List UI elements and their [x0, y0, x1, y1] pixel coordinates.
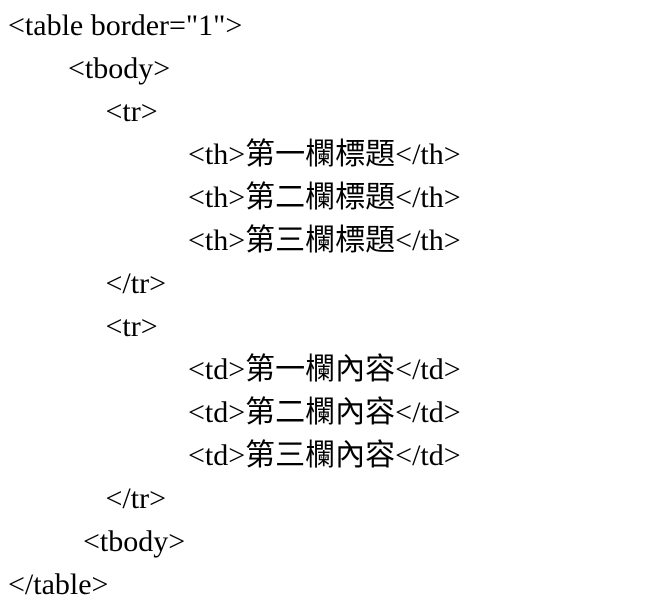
- code-line: <th>第三欄標題</th>: [8, 224, 461, 257]
- code-line: <th>第一欄標題</th>: [8, 138, 461, 171]
- code-line: <tbody>: [8, 52, 171, 85]
- code-line: <th>第二欄標題</th>: [8, 181, 461, 214]
- code-line: <td>第二欄內容</td>: [8, 396, 461, 429]
- code-line: <table border="1">: [8, 9, 243, 42]
- code-line: </tr>: [8, 482, 167, 515]
- code-line: </table>: [8, 568, 109, 601]
- code-line: <tbody>: [8, 525, 186, 558]
- code-line: <td>第三欄內容</td>: [8, 439, 461, 472]
- code-line: </tr>: [8, 267, 167, 300]
- code-line: <td>第一欄內容</td>: [8, 353, 461, 386]
- code-line: <tr>: [8, 310, 158, 343]
- code-line: <tr>: [8, 95, 158, 128]
